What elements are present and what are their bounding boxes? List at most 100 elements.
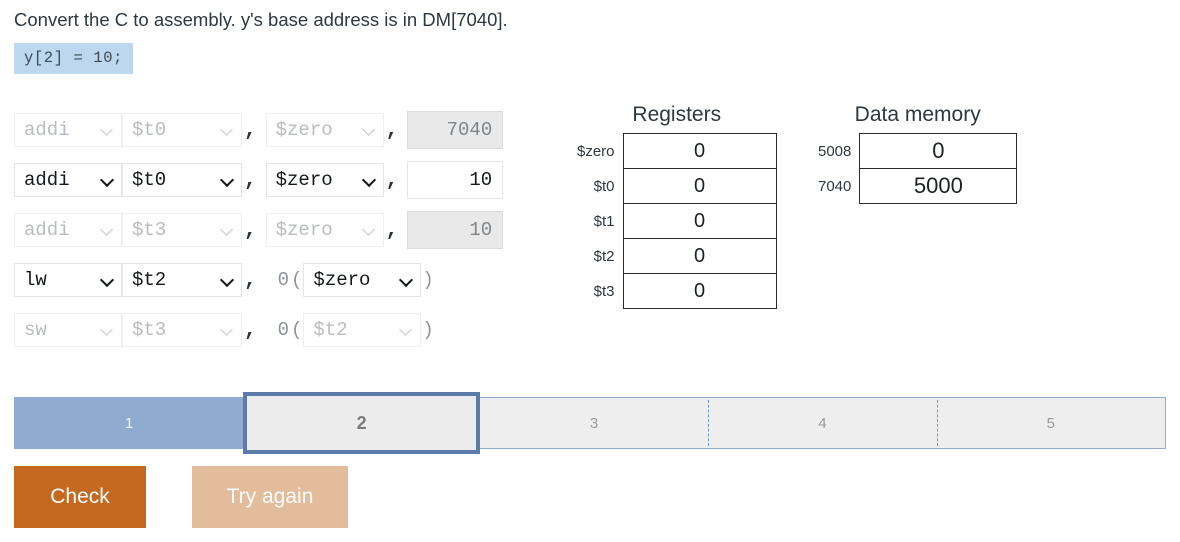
register-name: $t2	[593, 247, 615, 265]
open-paren: (	[291, 269, 303, 291]
opcode-select: sw	[14, 313, 122, 347]
rs-register-select-value: $zero	[275, 169, 333, 191]
comma-separator: ,	[244, 268, 257, 292]
rd-register-select[interactable]: $t0	[122, 163, 242, 197]
comma-separator: ,	[385, 218, 399, 242]
comma-separator: ,	[244, 218, 257, 242]
step-item-3[interactable]: 3	[589, 414, 599, 432]
immediate-input: 7040	[407, 111, 504, 149]
close-paren: )	[422, 319, 434, 341]
chevron-down-icon	[101, 274, 114, 287]
base-register-select-value: $t2	[313, 319, 348, 341]
step-item-1[interactable]: 1	[15, 398, 244, 448]
register-name: $t3	[593, 282, 615, 300]
opcode-select: addi	[14, 113, 122, 147]
chevron-down-icon	[101, 124, 114, 137]
opcode-select[interactable]: lw	[14, 263, 122, 297]
opcode-select-value: sw	[24, 319, 47, 341]
chevron-down-icon	[221, 274, 234, 287]
memory-offset-value: 0	[277, 319, 290, 341]
memory-offset-value: 0	[277, 269, 290, 291]
check-button[interactable]: Check	[14, 466, 146, 528]
try-again-button[interactable]: Try again	[192, 466, 348, 528]
step-item-5[interactable]: 5	[936, 398, 1165, 448]
close-paren: )	[422, 269, 434, 291]
rd-register-select-value: $t2	[132, 269, 167, 291]
rs-register-select[interactable]: $zero	[265, 163, 384, 197]
table-row: $t1 0	[577, 203, 777, 239]
register-value: 0	[622, 168, 777, 204]
memory-value: 0	[859, 133, 1018, 169]
opcode-select-value: addi	[24, 169, 70, 191]
c-code-snippet: y[2] = 10;	[14, 43, 134, 74]
base-register-select[interactable]: $zero	[303, 263, 422, 297]
action-bar: Check Try again	[14, 466, 348, 528]
instruction-list: addi $t0, $zero, 7040 addi $t0, $zero, 10 addi $t…	[14, 105, 504, 355]
table-row: $t0 0	[577, 168, 777, 204]
rd-register-select-value: $t3	[132, 319, 167, 341]
chevron-down-icon	[363, 124, 376, 137]
rd-register-select: $t3	[122, 213, 242, 247]
immediate-input[interactable]: 10	[407, 161, 504, 199]
step-item-4[interactable]: 4	[708, 398, 936, 448]
rs-register-select: $zero	[265, 113, 384, 147]
opcode-select[interactable]: addi	[14, 163, 122, 197]
register-name: $t0	[593, 177, 615, 195]
chevron-down-icon	[221, 224, 234, 237]
instruction-row: addi$t0,$zero,7040	[14, 105, 504, 155]
base-register-select-value: $zero	[313, 269, 371, 291]
chevron-down-icon	[400, 324, 413, 337]
step-item-2[interactable]: 2	[243, 392, 480, 454]
memory-value: 5000	[859, 168, 1018, 204]
rs-register-select-value: $zero	[275, 119, 333, 141]
register-name: $zero	[577, 142, 615, 160]
immediate-input: 10	[407, 211, 504, 249]
chevron-down-icon	[101, 324, 114, 337]
instruction-row: addi $t0, $zero, 10	[14, 155, 504, 205]
instruction-row: addi $t3, $zero, 10	[14, 205, 504, 255]
comma-separator: ,	[244, 168, 257, 192]
opcode-select: addi	[14, 213, 122, 247]
comma-separator: ,	[385, 118, 399, 142]
register-value: 0	[622, 273, 777, 309]
opcode-select-value: addi	[24, 219, 70, 241]
registers-table-block: Registers $zero 0 $t0 0 $t1 0 $t2 0 $t3 0	[577, 103, 777, 309]
memory-address: 5008	[818, 142, 852, 160]
registers-table: $zero 0 $t0 0 $t1 0 $t2 0 $t3 0	[577, 133, 777, 309]
register-value: 0	[622, 238, 777, 274]
rd-register-select-value: $t0	[132, 169, 167, 191]
chevron-down-icon	[363, 174, 376, 187]
table-row: 5008 0	[818, 133, 1018, 169]
open-paren: (	[291, 319, 303, 341]
comma-separator: ,	[244, 318, 257, 342]
rd-register-select: $t3	[122, 313, 242, 347]
rd-register-select[interactable]: $t2	[122, 263, 242, 297]
register-name: $t1	[593, 212, 615, 230]
chevron-down-icon	[221, 324, 234, 337]
opcode-select-value: lw	[24, 269, 47, 291]
register-value: 0	[622, 203, 777, 239]
table-row: $t3 0	[577, 273, 777, 309]
rs-register-select: $zero	[265, 213, 384, 247]
register-value: 0	[622, 133, 777, 169]
rs-register-select-value: $zero	[275, 219, 333, 241]
table-row: $t2 0	[577, 238, 777, 274]
chevron-down-icon	[400, 274, 413, 287]
chevron-down-icon	[221, 124, 234, 137]
rd-register-select: $t0	[122, 113, 242, 147]
rd-register-select-value: $t0	[132, 119, 167, 141]
rd-register-select-value: $t3	[132, 219, 167, 241]
chevron-down-icon	[101, 174, 114, 187]
comma-separator: ,	[385, 168, 399, 192]
chevron-down-icon	[221, 174, 234, 187]
base-register-select: $t2	[303, 313, 422, 347]
data-memory-title: Data memory	[854, 103, 981, 126]
table-row: $zero 0	[577, 133, 777, 169]
chevron-down-icon	[101, 224, 114, 237]
page-title: Convert the C to assembly. y's base addr…	[14, 9, 508, 30]
registers-title: Registers	[632, 103, 722, 126]
